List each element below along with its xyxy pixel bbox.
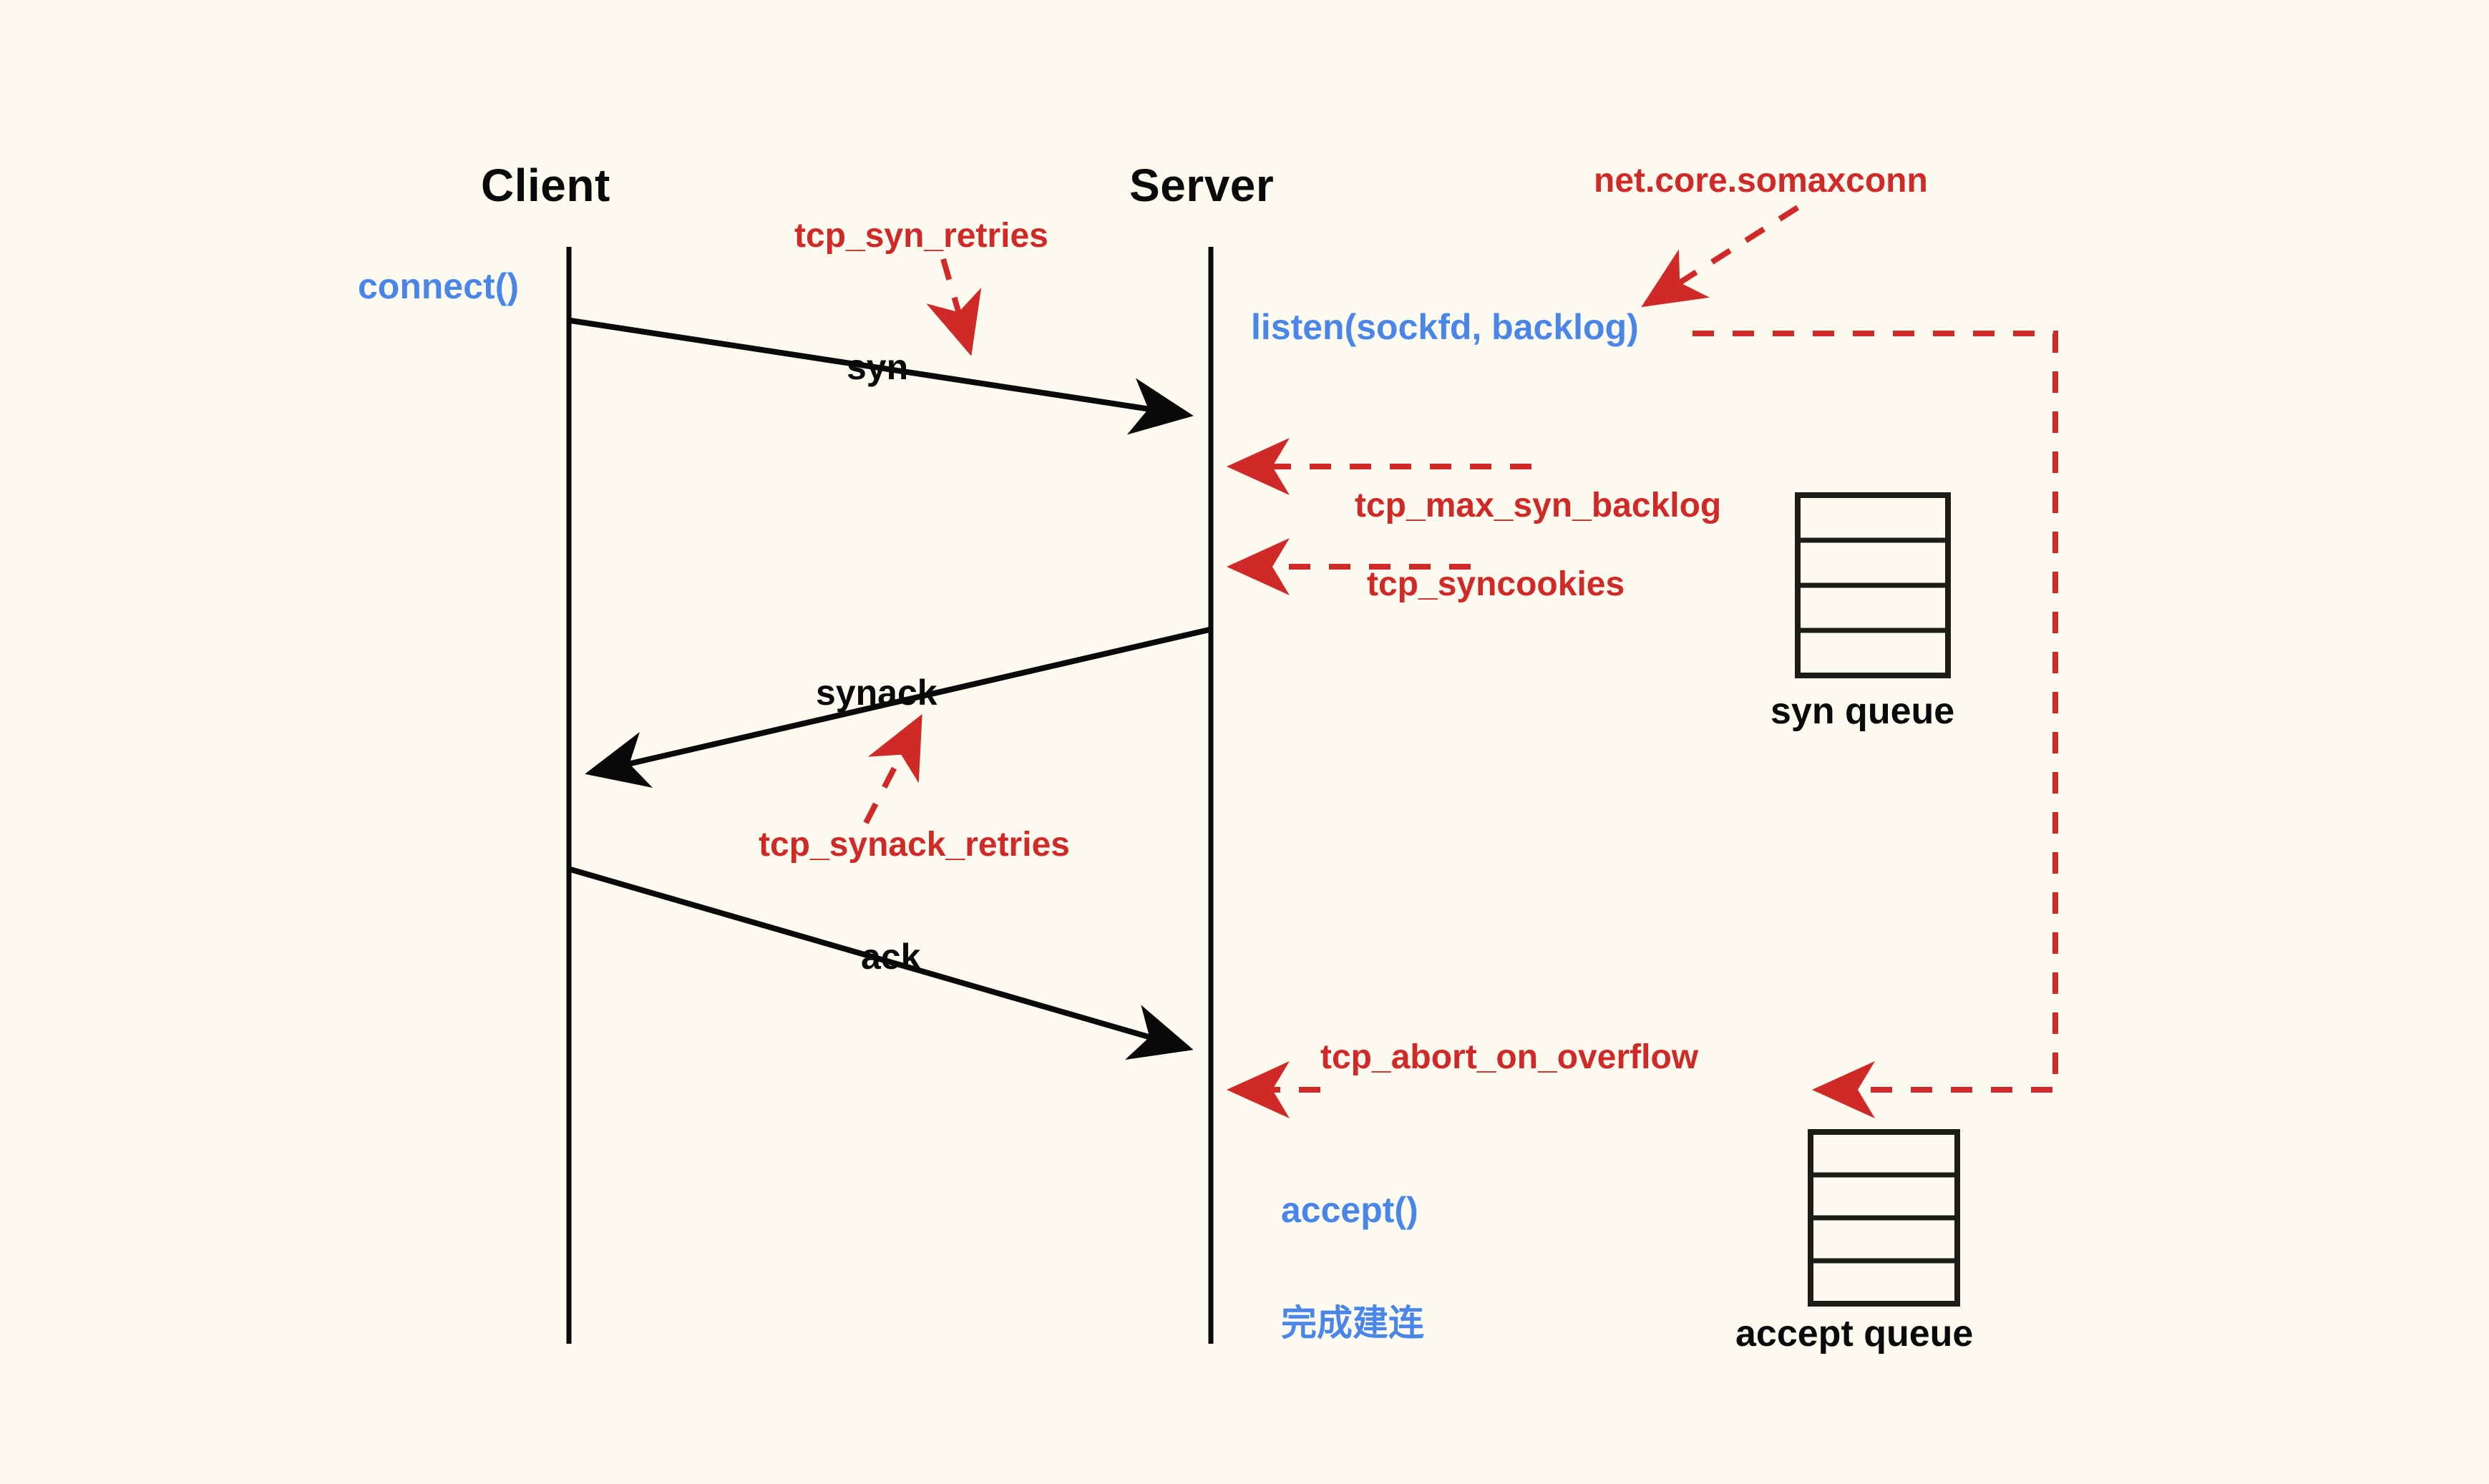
accept-queue-label: accept queue xyxy=(1735,1313,1974,1354)
syn-arrow xyxy=(570,318,1194,435)
tcp-max-syn-backlog-label: tcp_max_syn_backlog xyxy=(1355,487,1722,524)
synack-arrow xyxy=(585,627,1210,788)
established-label: 完成建连 xyxy=(1281,1302,1424,1344)
accept-call-label: accept() xyxy=(1281,1190,1418,1230)
tcp-abort-on-overflow-label: tcp_abort_on_overflow xyxy=(1320,1038,1699,1076)
connect-call-label: connect() xyxy=(358,266,519,306)
server-title: Server xyxy=(1129,160,1275,211)
tcp-synack-retries-label: tcp_synack_retries xyxy=(759,826,1070,864)
syn-label: syn xyxy=(847,347,909,387)
listen-call-label: listen(sockfd, backlog) xyxy=(1251,307,1639,347)
tcp-syn-retries-pointer xyxy=(926,258,982,356)
synack-label: synack xyxy=(816,673,937,713)
net-core-somaxconn-pointer xyxy=(1641,205,1800,308)
ack-label: ack xyxy=(861,937,921,977)
ack-arrow xyxy=(569,867,1194,1060)
client-title: Client xyxy=(481,160,610,211)
tcp-syncookies-label: tcp_syncookies xyxy=(1367,565,1625,603)
syn-queue-label: syn queue xyxy=(1770,690,1955,732)
tcp-syn-retries-label: tcp_syn_retries xyxy=(794,217,1048,255)
tcp-synack-retries-pointer xyxy=(863,713,922,824)
net-core-somaxconn-label: net.core.somaxconn xyxy=(1594,162,1928,200)
backlog-routing-path xyxy=(1692,331,2058,1118)
